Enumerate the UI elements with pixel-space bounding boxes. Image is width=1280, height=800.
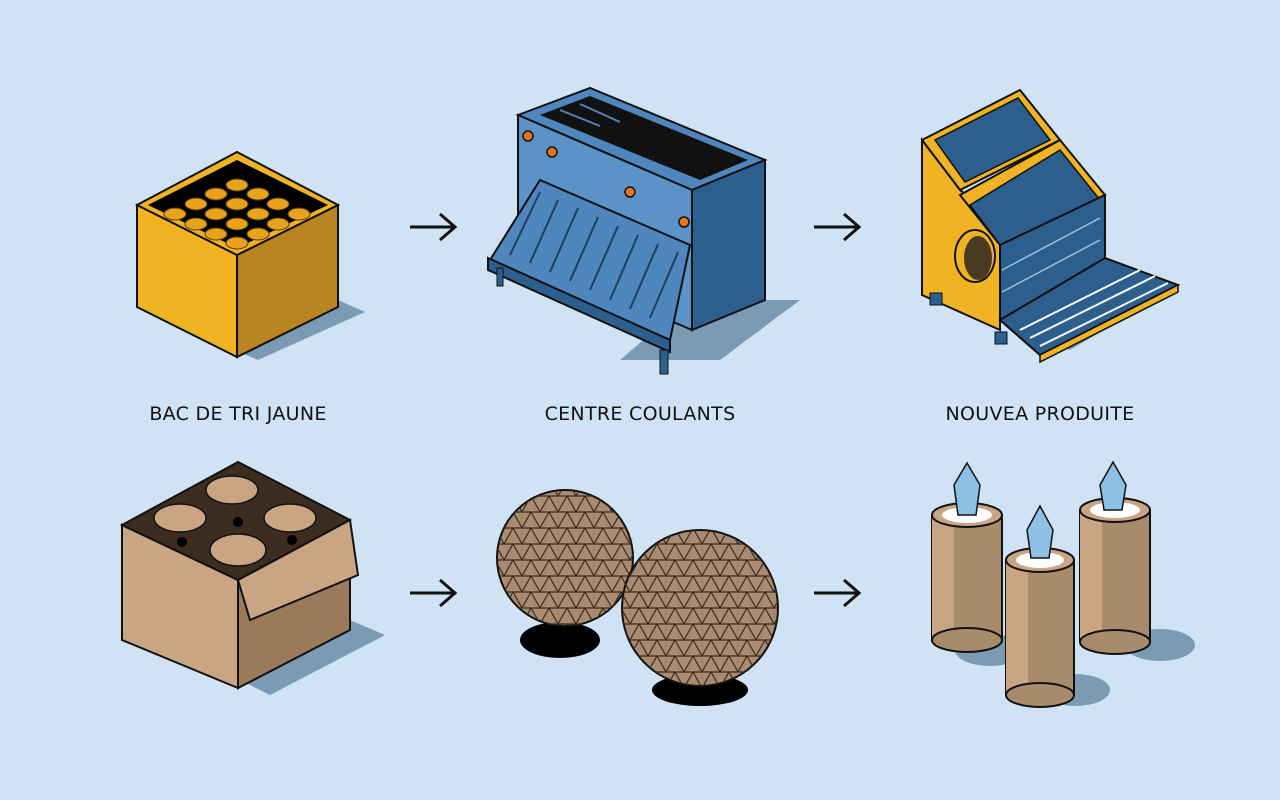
stage-label: CENTRE COULANTS	[544, 403, 736, 425]
stage-label: BAC DE TRI JAUNE	[149, 403, 327, 425]
arrow-right-icon	[410, 578, 458, 608]
arrow-right-icon	[814, 212, 862, 242]
stage-label: NOUVEA PRODUITE	[945, 403, 1135, 425]
arrow-right-icon	[410, 212, 458, 242]
arrow-right-icon	[814, 578, 862, 608]
